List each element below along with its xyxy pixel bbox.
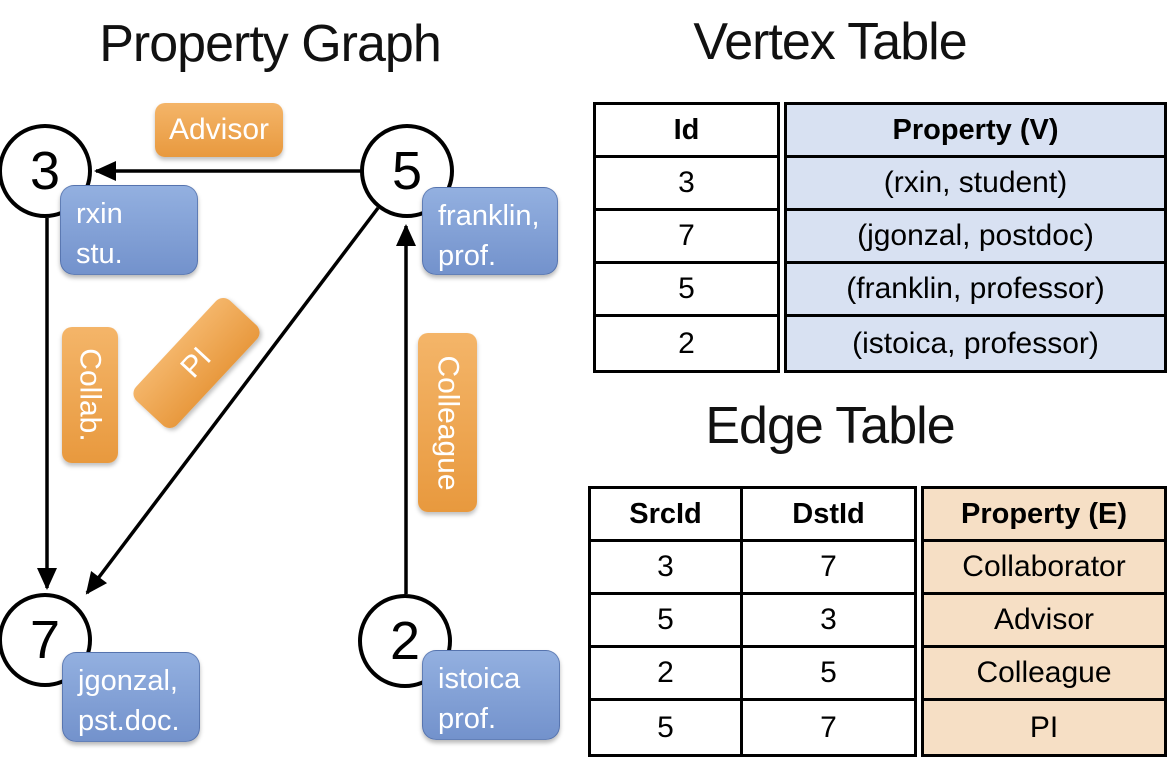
node-property-line: prof.: [438, 240, 497, 273]
edge-label-text: Colleague: [431, 354, 465, 491]
edge-label-collab: Collab.: [62, 327, 118, 463]
property-graph-title: Property Graph: [99, 15, 442, 73]
node-property-line: stu.: [76, 238, 123, 271]
graph-node-id: 7: [29, 610, 61, 670]
edge-property-header: Property (E): [924, 489, 1164, 542]
node-property-line: istoica: [438, 663, 521, 695]
edge-srcid-cell: 5: [591, 701, 743, 754]
edge-dstid-cell: 7: [743, 542, 914, 595]
edge-table-title: Edge Table: [705, 397, 955, 455]
node-property-box-7: jgonzal, pst.doc.: [62, 652, 200, 742]
edge-label-text: Advisor: [168, 113, 270, 146]
vertex-id-cell: 5: [596, 264, 777, 317]
graph-node-id: 2: [389, 611, 421, 671]
node-property-line: rxin: [76, 198, 123, 230]
node-property-line: jgonzal,: [78, 665, 178, 697]
vertex-id-cell: 3: [596, 158, 777, 211]
edge-property-cell: Advisor: [924, 595, 1164, 648]
edge-property-cell: Colleague: [924, 648, 1164, 701]
edge-srcid-cell: 3: [591, 542, 743, 595]
vertex-property-cell: (franklin, professor): [787, 264, 1164, 317]
vertex-property-header: Property (V): [787, 105, 1164, 158]
edge-label-text: Collab.: [74, 348, 108, 442]
graph-node-3: 3: [0, 124, 92, 218]
edge-dstid-cell: 5: [743, 648, 914, 701]
edge-srcid-cell: 2: [591, 648, 743, 701]
edge-property-cell: PI: [924, 701, 1164, 754]
vertex-property-cell: (istoica, professor): [787, 317, 1164, 370]
node-property-line: prof.: [438, 703, 497, 736]
vertex-id-cell: 2: [678, 326, 695, 360]
node-property-line: pst.doc.: [78, 705, 180, 738]
vertex-id-header: Id: [596, 105, 777, 158]
node-property-box-2: istoica prof.: [422, 650, 560, 740]
edge-label-colleague: Colleague: [418, 333, 477, 512]
node-property-box-5: franklin, prof.: [422, 187, 558, 275]
vertex-property-cell: (rxin, student): [787, 158, 1164, 211]
edge-dstid-cell: 7: [820, 710, 837, 744]
vertex-property-cell: (jgonzal, postdoc): [787, 211, 1164, 264]
vertex-table-title: Vertex Table: [693, 13, 967, 71]
vertex-table-property-column: Property (V)(rxin, student)(jgonzal, pos…: [784, 102, 1167, 373]
graph-node-id: 3: [29, 141, 61, 201]
edge-property-cell: Collaborator: [924, 542, 1164, 595]
edge-dstid-header: DstId: [743, 489, 914, 542]
edge-arrow-5-to-7: [85, 206, 380, 595]
edge-srcid-cell: 5: [591, 595, 743, 648]
edge-label-text: PI: [174, 341, 218, 385]
edge-label-advisor: Advisor: [155, 103, 283, 157]
edge-dstid-cell: 3: [743, 595, 914, 648]
node-property-line: franklin,: [438, 200, 540, 232]
graph-node-id: 5: [391, 141, 423, 201]
vertex-id-cell: 7: [596, 211, 777, 264]
node-property-box-3: rxin stu.: [60, 185, 198, 275]
edge-srcid-header: SrcId: [591, 489, 743, 542]
